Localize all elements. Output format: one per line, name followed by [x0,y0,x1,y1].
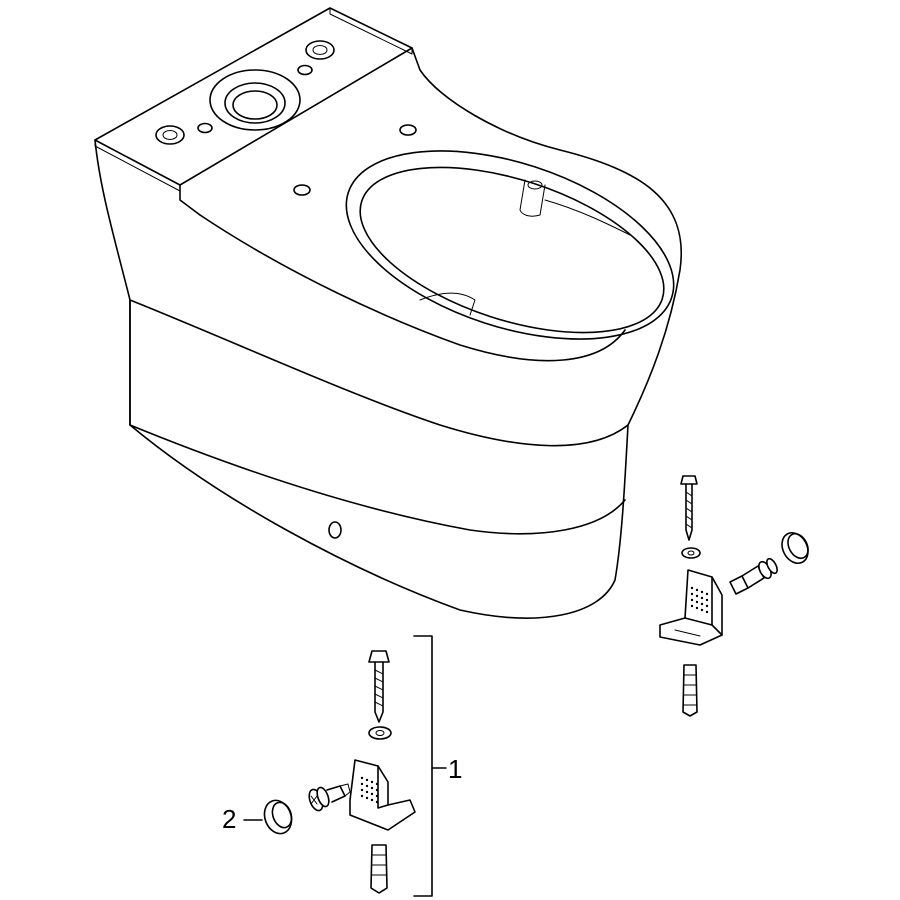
cover-cap-icon [263,799,293,835]
cistern-deck [94,7,413,186]
deck-holes [155,40,417,196]
bowl-opening [359,166,665,334]
toilet-bowl [94,7,683,619]
fixing-bolt-icon [729,557,778,595]
side-fixing-hole [328,521,342,539]
cover-cap-icon [781,531,809,565]
fixing-bolt-icon [308,783,351,812]
angle-bracket-icon [659,569,723,646]
bowl-outline [94,47,683,619]
bowl-rim [345,150,675,340]
callout-cap-number: 2 [222,804,236,834]
kit-bracket-line [413,635,447,897]
fixing-kit-left [263,650,416,894]
screw-icon [368,650,390,723]
washer-icon [681,547,701,559]
flush-valve-hole [209,69,301,131]
callout-kit-number: 1 [448,754,462,784]
washer-icon [368,726,392,740]
screw-icon [680,475,698,541]
wall-plug-icon [370,844,388,894]
fixing-kit-right [659,475,809,717]
wall-plug-icon [682,664,698,717]
angle-bracket-icon [349,759,416,831]
